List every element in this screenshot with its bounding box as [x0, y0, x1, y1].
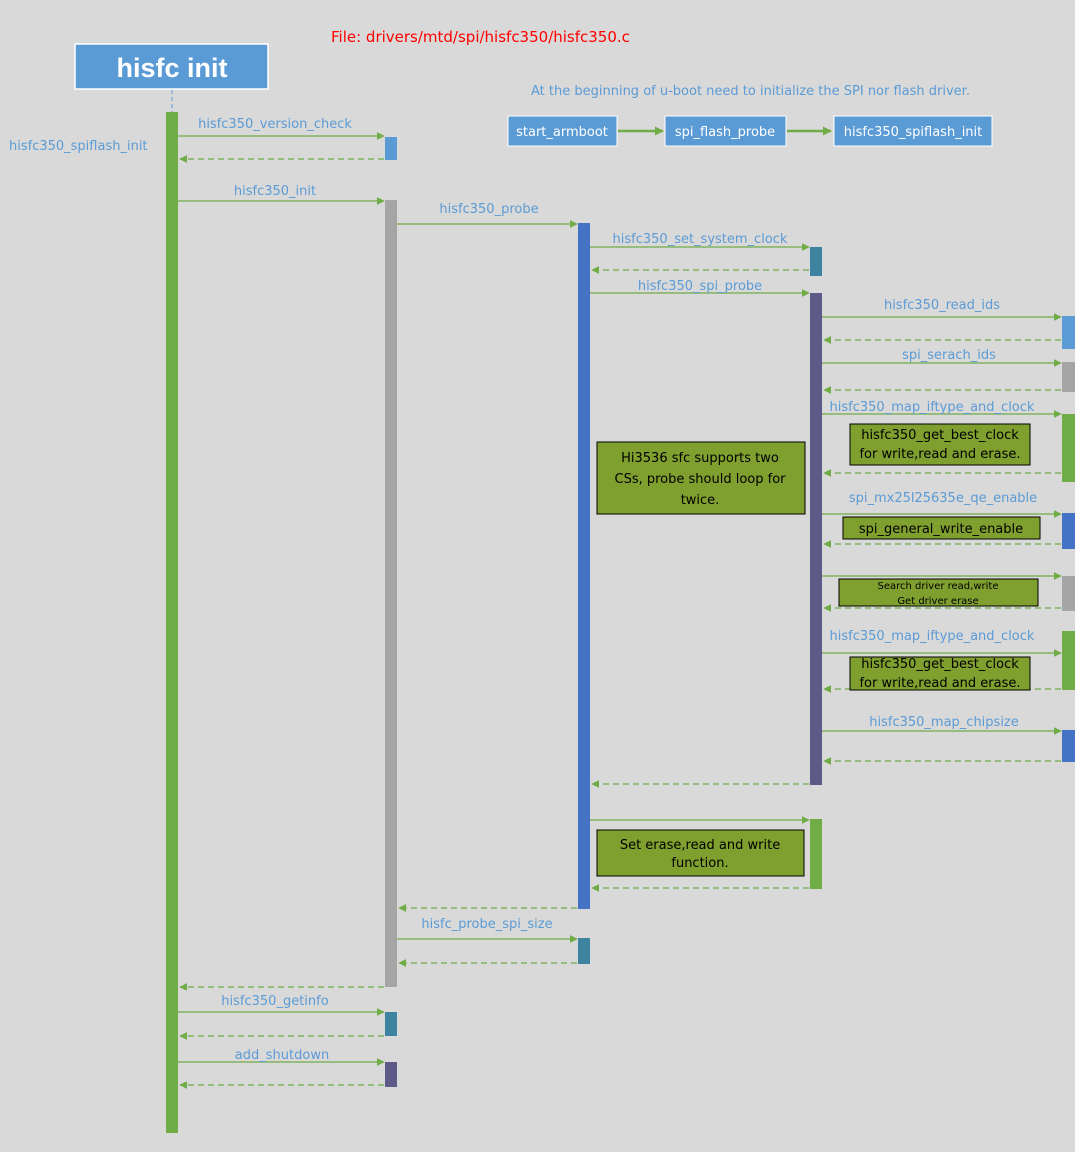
- flow-box-spiflash-init: [833, 115, 993, 147]
- bar-probe: [578, 223, 590, 909]
- label-serach-ids: spi_serach_ids: [902, 348, 996, 363]
- note-two-cs-line1: Hi3536 sfc supports two: [621, 451, 779, 466]
- label-version-check: hisfc350_version_check: [198, 117, 352, 132]
- note-best-clock-1-line2: for write,read and erase.: [859, 447, 1020, 462]
- label-probe-spi-size: hisfc_probe_spi_size: [421, 917, 552, 932]
- bar-map-iftype-1: [1062, 414, 1075, 482]
- file-path-label: File: drivers/mtd/spi/hisfc350/hisfc350.…: [331, 28, 630, 46]
- bar-read-ids: [1062, 316, 1075, 349]
- call-flow: start_armboot spi_flash_probe hisfc350_s…: [507, 115, 993, 147]
- note-search-driver-line2: Get driver erase: [897, 596, 978, 607]
- bar-map-iftype-2: [1062, 631, 1075, 690]
- label-map-iftype-1: hisfc350_map_iftype_and_clock: [830, 400, 1035, 415]
- label-spi-probe: hisfc350_spi_probe: [638, 279, 762, 294]
- label-qe-enable: spi_mx25l25635e_qe_enable: [849, 491, 1037, 506]
- intro-text: At the beginning of u-boot need to initi…: [531, 84, 970, 99]
- flow-label-spiflash-init: hisfc350_spiflash_init: [844, 125, 983, 140]
- title-box: [74, 43, 269, 90]
- bar-init: [385, 200, 397, 987]
- caller-label: hisfc350_spiflash_init: [9, 139, 148, 154]
- label-map-iftype-2: hisfc350_map_iftype_and_clock: [830, 629, 1035, 644]
- note-best-clock-2-line2: for write,read and erase.: [859, 676, 1020, 691]
- bar-version-check: [385, 137, 397, 160]
- bar-spiflash-init: [166, 112, 178, 1133]
- flow-label-start-armboot: start_armboot: [516, 125, 608, 140]
- bar-set-functions: [810, 819, 822, 889]
- note-write-enable-text: spi_general_write_enable: [859, 522, 1023, 537]
- bar-set-system-clock: [810, 247, 822, 276]
- bar-probe-spi-size: [578, 938, 590, 964]
- label-set-system-clock: hisfc350_set_system_clock: [613, 232, 788, 247]
- label-getinfo: hisfc350_getinfo: [221, 994, 328, 1009]
- note-write-enable: [842, 516, 1041, 540]
- bar-serach-ids: [1062, 362, 1075, 392]
- note-set-erase-line1: Set erase,read and write: [620, 838, 780, 853]
- bar-qe-enable: [1062, 513, 1075, 549]
- note-best-clock-1: [849, 423, 1031, 466]
- note-search-driver-line1: Search driver read,write: [878, 581, 999, 592]
- activation-bars: [166, 112, 1075, 1133]
- note-best-clock-2-line1: hisfc350_get_best_clock: [861, 657, 1019, 672]
- label-probe: hisfc350_probe: [439, 202, 538, 217]
- bar-search-driver: [1062, 576, 1075, 611]
- note-set-erase: [596, 829, 805, 877]
- note-best-clock-2: [849, 656, 1031, 691]
- bar-spi-probe: [810, 293, 822, 785]
- flow-box-start-armboot: [507, 115, 618, 147]
- label-init: hisfc350_init: [234, 184, 316, 199]
- diagram-title: hisfc init: [116, 53, 227, 83]
- note-two-cs-line3: twice.: [681, 493, 720, 508]
- notes: hisfc350_get_best_clock for write,read a…: [596, 423, 1041, 877]
- label-map-chipsize: hisfc350_map_chipsize: [869, 715, 1019, 730]
- label-shutdown: add_shutdown: [235, 1048, 329, 1063]
- note-set-erase-line2: function.: [671, 856, 728, 871]
- note-two-cs: [596, 441, 806, 515]
- note-two-cs-line2: CSs, probe should loop for: [615, 472, 787, 487]
- flow-label-spi-flash-probe: spi_flash_probe: [675, 125, 775, 140]
- bar-shutdown: [385, 1062, 397, 1087]
- bar-map-chipsize: [1062, 730, 1075, 762]
- note-best-clock-1-line1: hisfc350_get_best_clock: [861, 428, 1019, 443]
- message-labels: hisfc350_version_check hisfc350_init his…: [198, 117, 1037, 1063]
- label-read-ids: hisfc350_read_ids: [884, 298, 1000, 313]
- messages: [178, 132, 1062, 1089]
- bar-getinfo: [385, 1012, 397, 1036]
- flow-box-spi-flash-probe: [664, 115, 787, 147]
- note-search-driver: [838, 578, 1039, 607]
